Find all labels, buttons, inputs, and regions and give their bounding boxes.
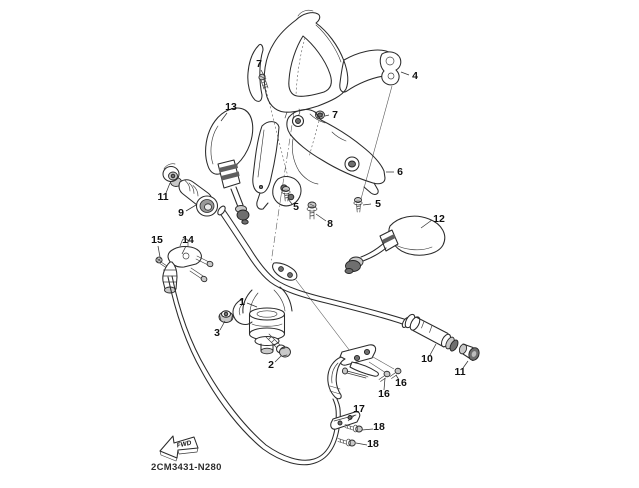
cowl-stay-bracket-drawing [339,49,402,93]
callout-leader-11a [165,182,171,194]
callout-leader-18a [361,428,374,431]
callout-leader-5a [287,198,293,205]
callout-label-1: 1 [239,296,245,308]
nut-3-drawing [218,310,234,323]
bolt-2-drawing [265,333,291,358]
mirror-right-drawing [344,215,446,274]
screw-5-right-drawing [353,197,363,213]
callout-leader-2 [274,355,282,363]
screw-18-upper-drawing [344,424,363,433]
screw-15-drawing [155,256,168,268]
nut-7-drawing [315,110,325,120]
grip-left-drawing [178,179,219,217]
callout-label-7b: 7 [332,109,338,121]
callout-leader-16a [395,374,400,381]
callout-label-7a: 7 [256,58,262,70]
callout-leader-5b [362,203,372,206]
screw-8-drawing [306,201,318,220]
callout-leader-17 [347,414,356,422]
fwd-arrow-label: FWD [176,440,192,450]
callout-leader-4 [400,71,410,76]
callout-leader-11b [462,360,469,369]
callout-label-11b: 11 [454,366,465,378]
callout-label-10: 10 [421,353,433,365]
callout-leader-3 [219,320,226,331]
callout-label-16a: 16 [395,377,407,389]
callout-leader-9 [185,204,197,212]
callout-label-4: 4 [412,70,418,82]
callout-label-18a: 18 [373,421,385,433]
callout-leader-18b [355,442,368,446]
lever-bracket-drawing [327,344,395,400]
callout-label-6: 6 [397,166,403,178]
callout-label-8: 8 [327,218,333,230]
callout-leader-7b [324,114,330,117]
callout-leader-16b [383,377,386,391]
callout-leader-13 [220,112,228,122]
callout-leader-8 [315,213,327,222]
callout-label-12: 12 [433,213,445,225]
screw-16-right-drawing [389,367,402,379]
callout-label-5a: 5 [293,201,299,213]
callout-leader-15 [157,245,161,258]
callout-label-13: 13 [225,101,237,113]
handle-bracket-drawing [286,109,386,195]
garnish-panel-drawing [252,121,280,210]
steering-stem-drawing [232,286,293,355]
handlebar-drawing [217,205,411,328]
callout-label-11a: 11 [157,191,168,203]
callout-label-18b: 18 [367,438,379,450]
headlight-cowl-drawing [247,9,349,119]
callout-leader-14 [181,245,187,255]
callout-leader-7a [260,69,267,80]
cable-housing-drawing [162,238,214,294]
callout-label-15: 15 [151,234,163,246]
screw-16-left-drawing [378,370,391,382]
screw-7-drawing [258,73,269,90]
callout-label-3: 3 [214,327,220,339]
throttle-grip-drawing [404,313,459,352]
callout-label-2: 2 [268,359,274,371]
callout-leader-12 [420,219,433,229]
bar-end-left-drawing [162,163,182,187]
mirror-left-drawing [205,107,254,225]
callout-leader-1 [246,302,258,308]
screw-5-left-drawing [281,186,291,202]
screw-18-lower-drawing [337,438,356,447]
callout-leader-10 [429,343,437,356]
callout-label-14: 14 [182,234,194,246]
fwd-arrow-icon: FWD [159,435,199,462]
cable-clamp-drawing [330,411,361,430]
part-code-label: 2CM3431-N280 [151,462,222,473]
bar-end-right-drawing [458,343,480,362]
callout-label-17: 17 [353,403,365,415]
callout-label-9: 9 [178,207,184,219]
callout-label-5b: 5 [375,198,381,210]
callout-label-16b: 16 [378,388,390,400]
